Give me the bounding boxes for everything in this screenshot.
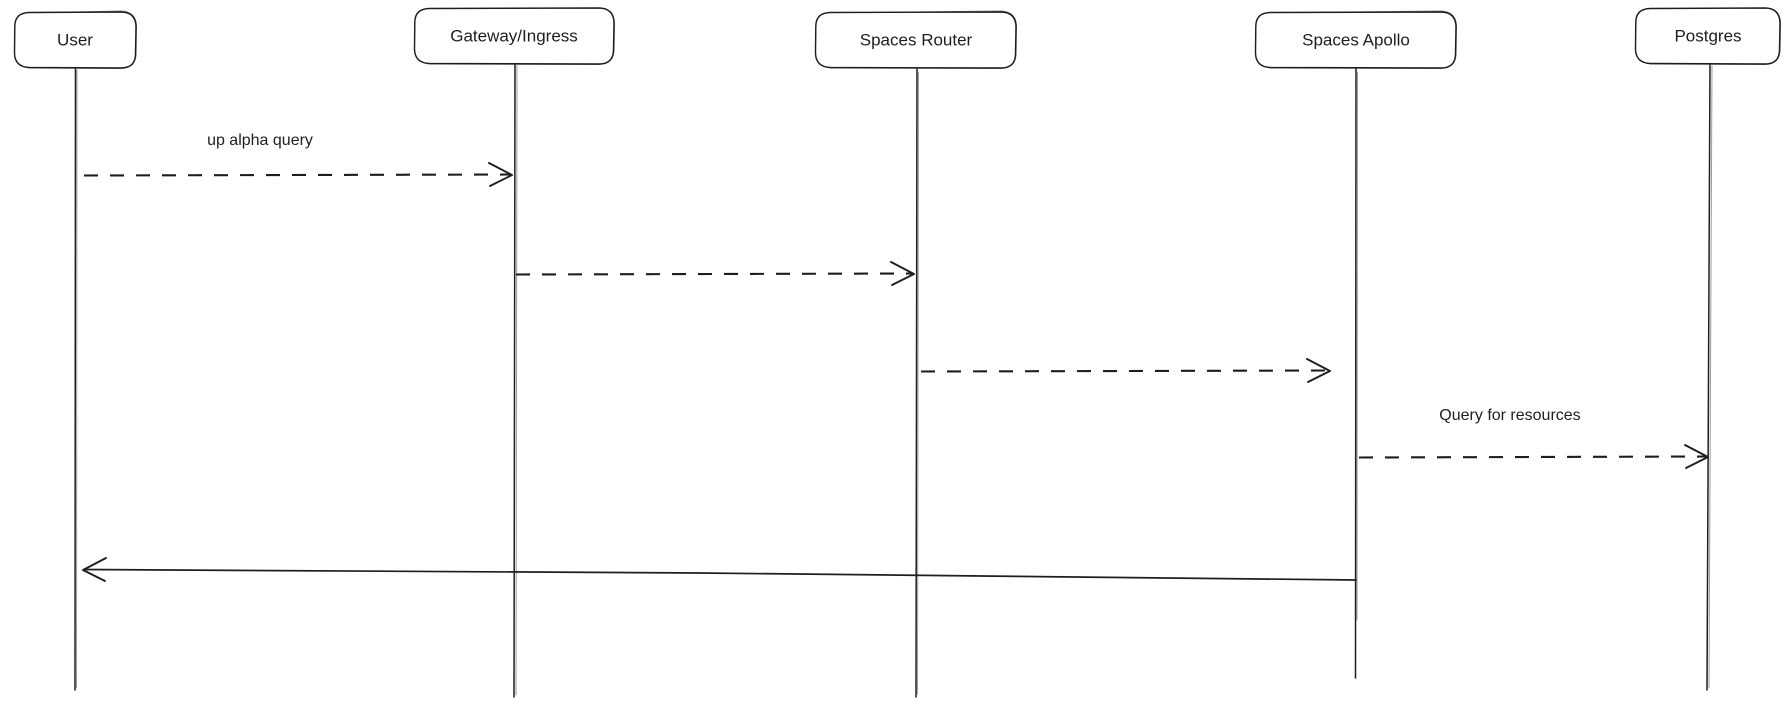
lifeline-apollo xyxy=(1354,67,1358,679)
lifeline-gateway xyxy=(513,63,518,698)
message-arrow-2[interactable] xyxy=(515,261,915,286)
message-label-1: up alpha query xyxy=(207,132,313,149)
participant-label-apollo: Spaces Apollo xyxy=(1302,30,1410,49)
message-arrow-5[interactable] xyxy=(82,557,1357,582)
participant-postgres[interactable]: Postgres xyxy=(1634,7,1782,66)
message-arrow-1[interactable]: up alpha query xyxy=(83,132,513,187)
participant-label-gateway: Gateway/Ingress xyxy=(450,26,578,45)
participant-apollo[interactable]: Spaces Apollo xyxy=(1254,10,1458,70)
lifeline-router xyxy=(915,67,919,698)
participant-label-postgres: Postgres xyxy=(1674,26,1741,45)
participant-label-user: User xyxy=(57,30,93,49)
lifeline-user xyxy=(74,67,78,691)
participant-gateway[interactable]: Gateway/Ingress xyxy=(413,7,616,66)
message-arrow-3[interactable] xyxy=(920,358,1331,383)
lifeline-postgres xyxy=(1706,63,1713,691)
message-label-4: Query for resources xyxy=(1439,407,1580,424)
message-arrow-4[interactable]: Query for resources xyxy=(1358,407,1709,469)
participant-label-router: Spaces Router xyxy=(860,30,973,49)
participant-user[interactable]: User xyxy=(13,10,138,70)
lifelines-layer xyxy=(74,63,1713,698)
participant-router[interactable]: Spaces Router xyxy=(814,10,1018,70)
